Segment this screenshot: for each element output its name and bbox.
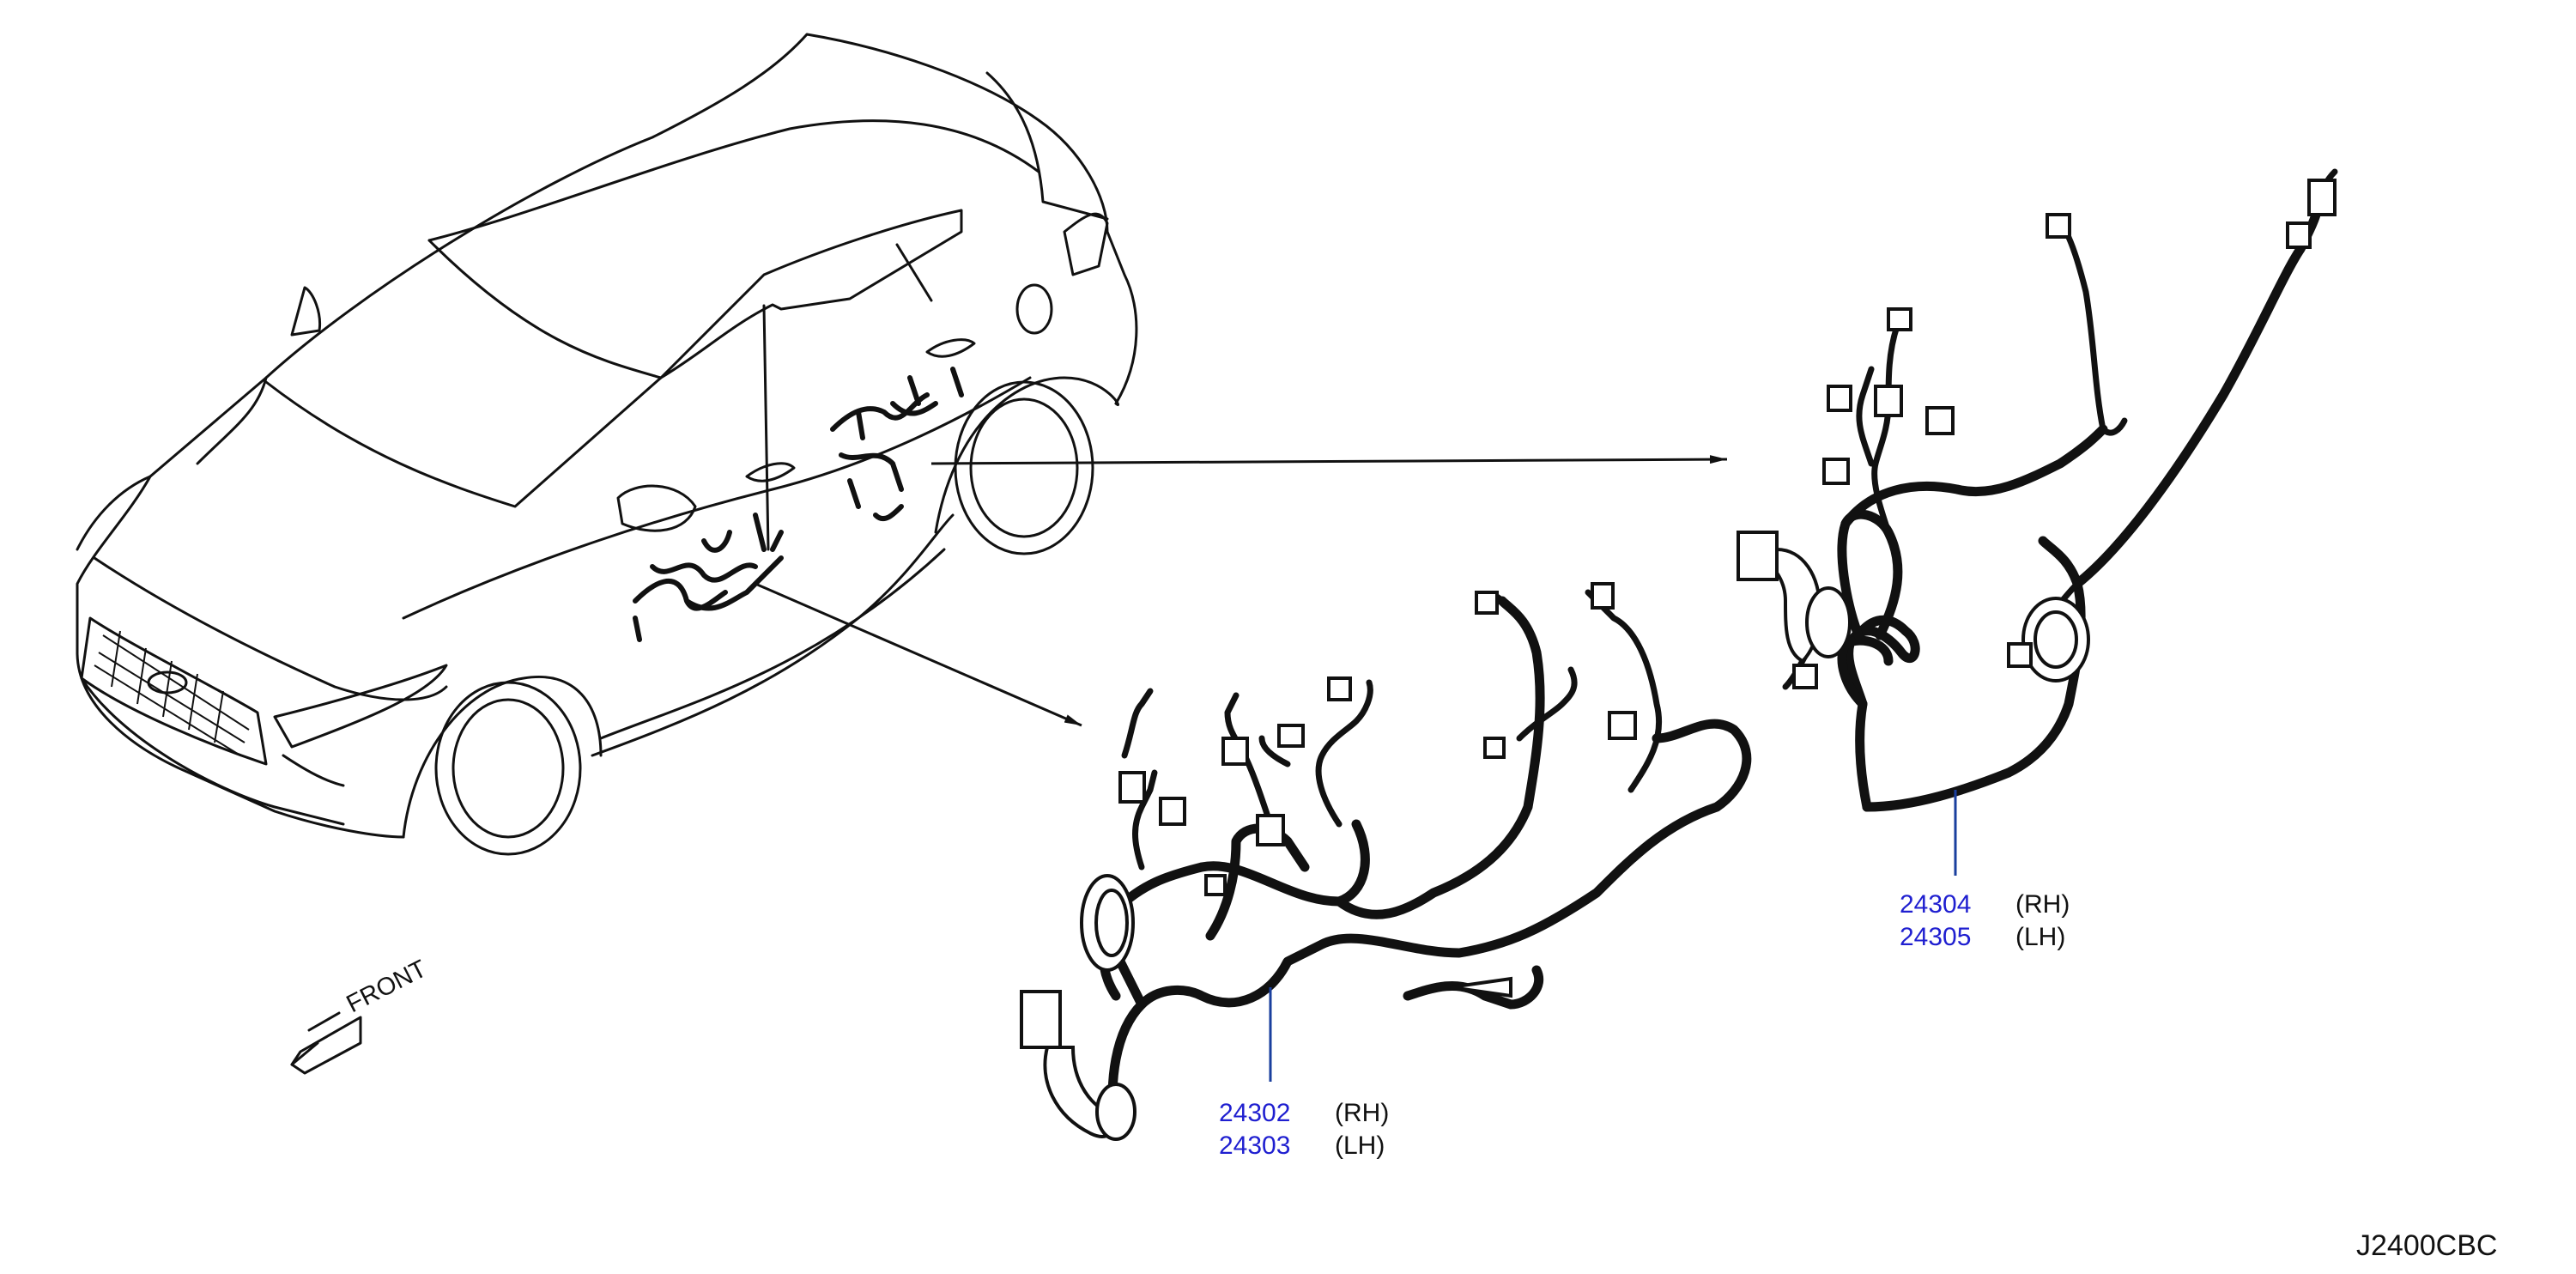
side-label-rh-front: (RH) (1335, 1099, 1389, 1127)
callout-front-door-harness: 24302 (RH) 24303 (LH) (1219, 1099, 1389, 1160)
side-label-lh-rear: (LH) (2015, 923, 2065, 951)
diagram-code: J2400CBC (2356, 1229, 2497, 1262)
part-number-24304: 24304 (1900, 890, 1971, 919)
rear-door-harness (1737, 168, 2338, 812)
part-number-24305: 24305 (1900, 923, 1971, 951)
part-number-24302: 24302 (1219, 1099, 1290, 1127)
part-number-24303: 24303 (1219, 1131, 1290, 1160)
side-label-rh-rear: (RH) (2015, 890, 2070, 919)
front-label: FRONT (342, 955, 432, 1018)
front-door-harness (1020, 582, 1752, 1141)
callout-rear-door-harness: 24304 (RH) 24305 (LH) (1900, 890, 2070, 951)
pointer-arrow-front (755, 582, 1082, 727)
side-label-lh-front: (LH) (1335, 1131, 1385, 1160)
pointer-arrow-rear (930, 455, 1728, 465)
car-illustration (76, 33, 1138, 856)
front-direction-indicator: FRONT (290, 955, 432, 1075)
